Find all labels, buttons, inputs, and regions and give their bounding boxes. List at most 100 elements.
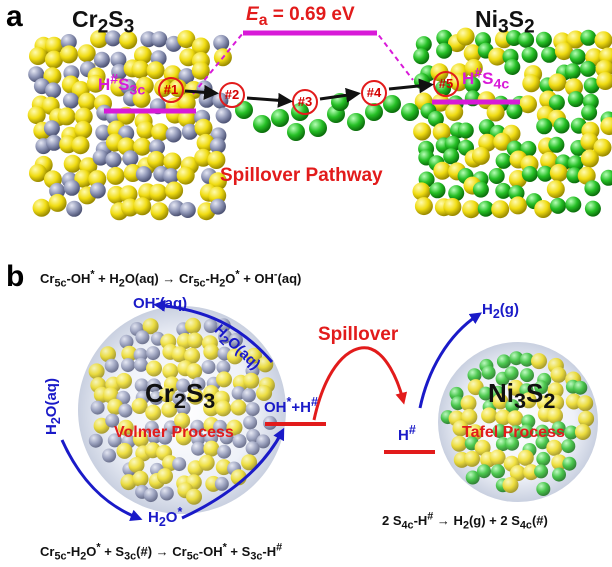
pathway-nickel-atom <box>365 103 383 121</box>
chromium-atom <box>209 137 226 154</box>
sulfur-atom <box>133 137 152 156</box>
activation-energy-label: Ea = 0.69 eV <box>246 4 355 29</box>
sulfur-atom <box>462 200 481 219</box>
sulfur-atom <box>517 449 534 466</box>
chromium-atom <box>176 401 191 416</box>
sulfur-atom <box>463 44 482 63</box>
volmer-cycle-arrows <box>60 299 482 521</box>
sulfur-atom <box>471 146 490 165</box>
chromium-atom <box>163 168 179 185</box>
nickel-atom <box>477 200 494 217</box>
nickel-atom <box>464 76 481 93</box>
chromium-atom <box>62 92 79 109</box>
sulfur-atom <box>502 477 519 493</box>
step-2-label: #2 <box>224 87 240 102</box>
nickel-atom <box>569 48 586 65</box>
sulfur-atom <box>116 442 133 459</box>
sulfur-atom <box>174 412 191 429</box>
nickel-atom <box>548 136 565 153</box>
sulfur-atom <box>159 386 176 403</box>
sulfur-atom <box>432 123 451 141</box>
sulfur-atom <box>165 181 184 200</box>
sulfur-atom <box>548 73 567 92</box>
ni3s2-structure <box>412 27 612 219</box>
nickel-atom <box>413 48 430 65</box>
sulfur-atom <box>549 163 568 182</box>
spillover-arrow <box>312 346 408 421</box>
chromium-atom <box>190 419 205 434</box>
sulfur-atom <box>149 183 168 202</box>
nickel-atom <box>584 180 601 197</box>
step-4-marker <box>361 80 387 106</box>
nickel-atom <box>584 200 601 217</box>
nickel-atom <box>573 380 588 395</box>
sulfur-atom <box>171 346 188 363</box>
nickel-atom <box>505 436 520 451</box>
sulfur-atom <box>191 61 210 80</box>
nickel-atom <box>551 421 566 436</box>
sulfur-atom <box>163 152 182 171</box>
sulfur-atom <box>520 392 537 409</box>
spillover-label: Spillover <box>318 324 399 345</box>
nickel-atom <box>519 424 534 439</box>
nickel-atom <box>495 182 512 199</box>
sulfur-atom <box>596 72 612 90</box>
nickel-atom <box>509 425 523 440</box>
chromium-atom <box>219 430 234 445</box>
pathway-nickel-atom <box>309 119 327 137</box>
sulfur-atom <box>246 347 262 364</box>
nickel-atom <box>488 168 505 184</box>
chromium-atom <box>135 330 150 345</box>
chromium-atom <box>217 444 232 459</box>
chromium-atom <box>232 434 247 448</box>
sulfur-atom <box>594 31 612 50</box>
nickel-atom <box>566 167 583 184</box>
ni3s2-label: Ni3S2 <box>488 378 556 414</box>
sulfur-atom <box>27 106 46 125</box>
sulfur-atom <box>547 407 563 424</box>
nickel-atom <box>506 30 522 46</box>
equation-top: Cr5c-OH* + H2O(aq) → Cr5c-H2O* + OH-(aq) <box>40 268 302 290</box>
arrow-h-formation <box>181 427 285 520</box>
chromium-atom <box>179 202 196 218</box>
chromium-atom <box>43 120 60 137</box>
nickel-atom <box>505 399 520 414</box>
chromium-atom <box>119 334 134 349</box>
sulfur-atom <box>481 407 498 424</box>
sulfur-atom <box>162 363 179 380</box>
sulfur-atom <box>509 465 526 482</box>
nickel-atom <box>552 467 566 482</box>
pathway-nickel-atom <box>347 113 365 131</box>
chromium-atom <box>241 388 256 403</box>
sulfur-atom <box>100 346 116 363</box>
sulfur-atom <box>414 197 433 216</box>
sulfur-atom <box>151 123 170 142</box>
chromium-atom <box>105 151 122 168</box>
cr2s3-title: Cr2S3 <box>72 6 135 38</box>
chromium-atom <box>122 150 139 167</box>
sulfur-atom <box>187 388 204 405</box>
sulfur-atom <box>574 424 591 440</box>
sulfur-atom <box>467 424 484 441</box>
sulfur-atom <box>546 439 563 456</box>
left-adsorption-site-label: H#S3c <box>98 71 146 99</box>
chromium-atom <box>178 68 195 85</box>
nickel-atom <box>429 182 446 199</box>
nickel-atom <box>491 464 505 479</box>
h-hash-label: H# <box>398 423 416 444</box>
sulfur-atom <box>128 457 145 473</box>
nickel-atom <box>496 354 511 369</box>
nickel-atom <box>583 77 600 94</box>
nickel-atom <box>541 46 558 63</box>
sulfur-atom <box>147 151 166 169</box>
sulfur-atom <box>519 95 537 114</box>
chromium-atom <box>191 441 206 456</box>
nickel-atom <box>504 366 519 381</box>
sulfur-atom <box>198 454 215 471</box>
chromium-atom <box>28 66 45 83</box>
sulfur-atom <box>194 118 213 137</box>
sulfur-atom <box>445 103 464 122</box>
nickel-atom <box>561 439 576 454</box>
sulfur-atom <box>116 372 132 389</box>
chromium-atom <box>159 486 174 501</box>
